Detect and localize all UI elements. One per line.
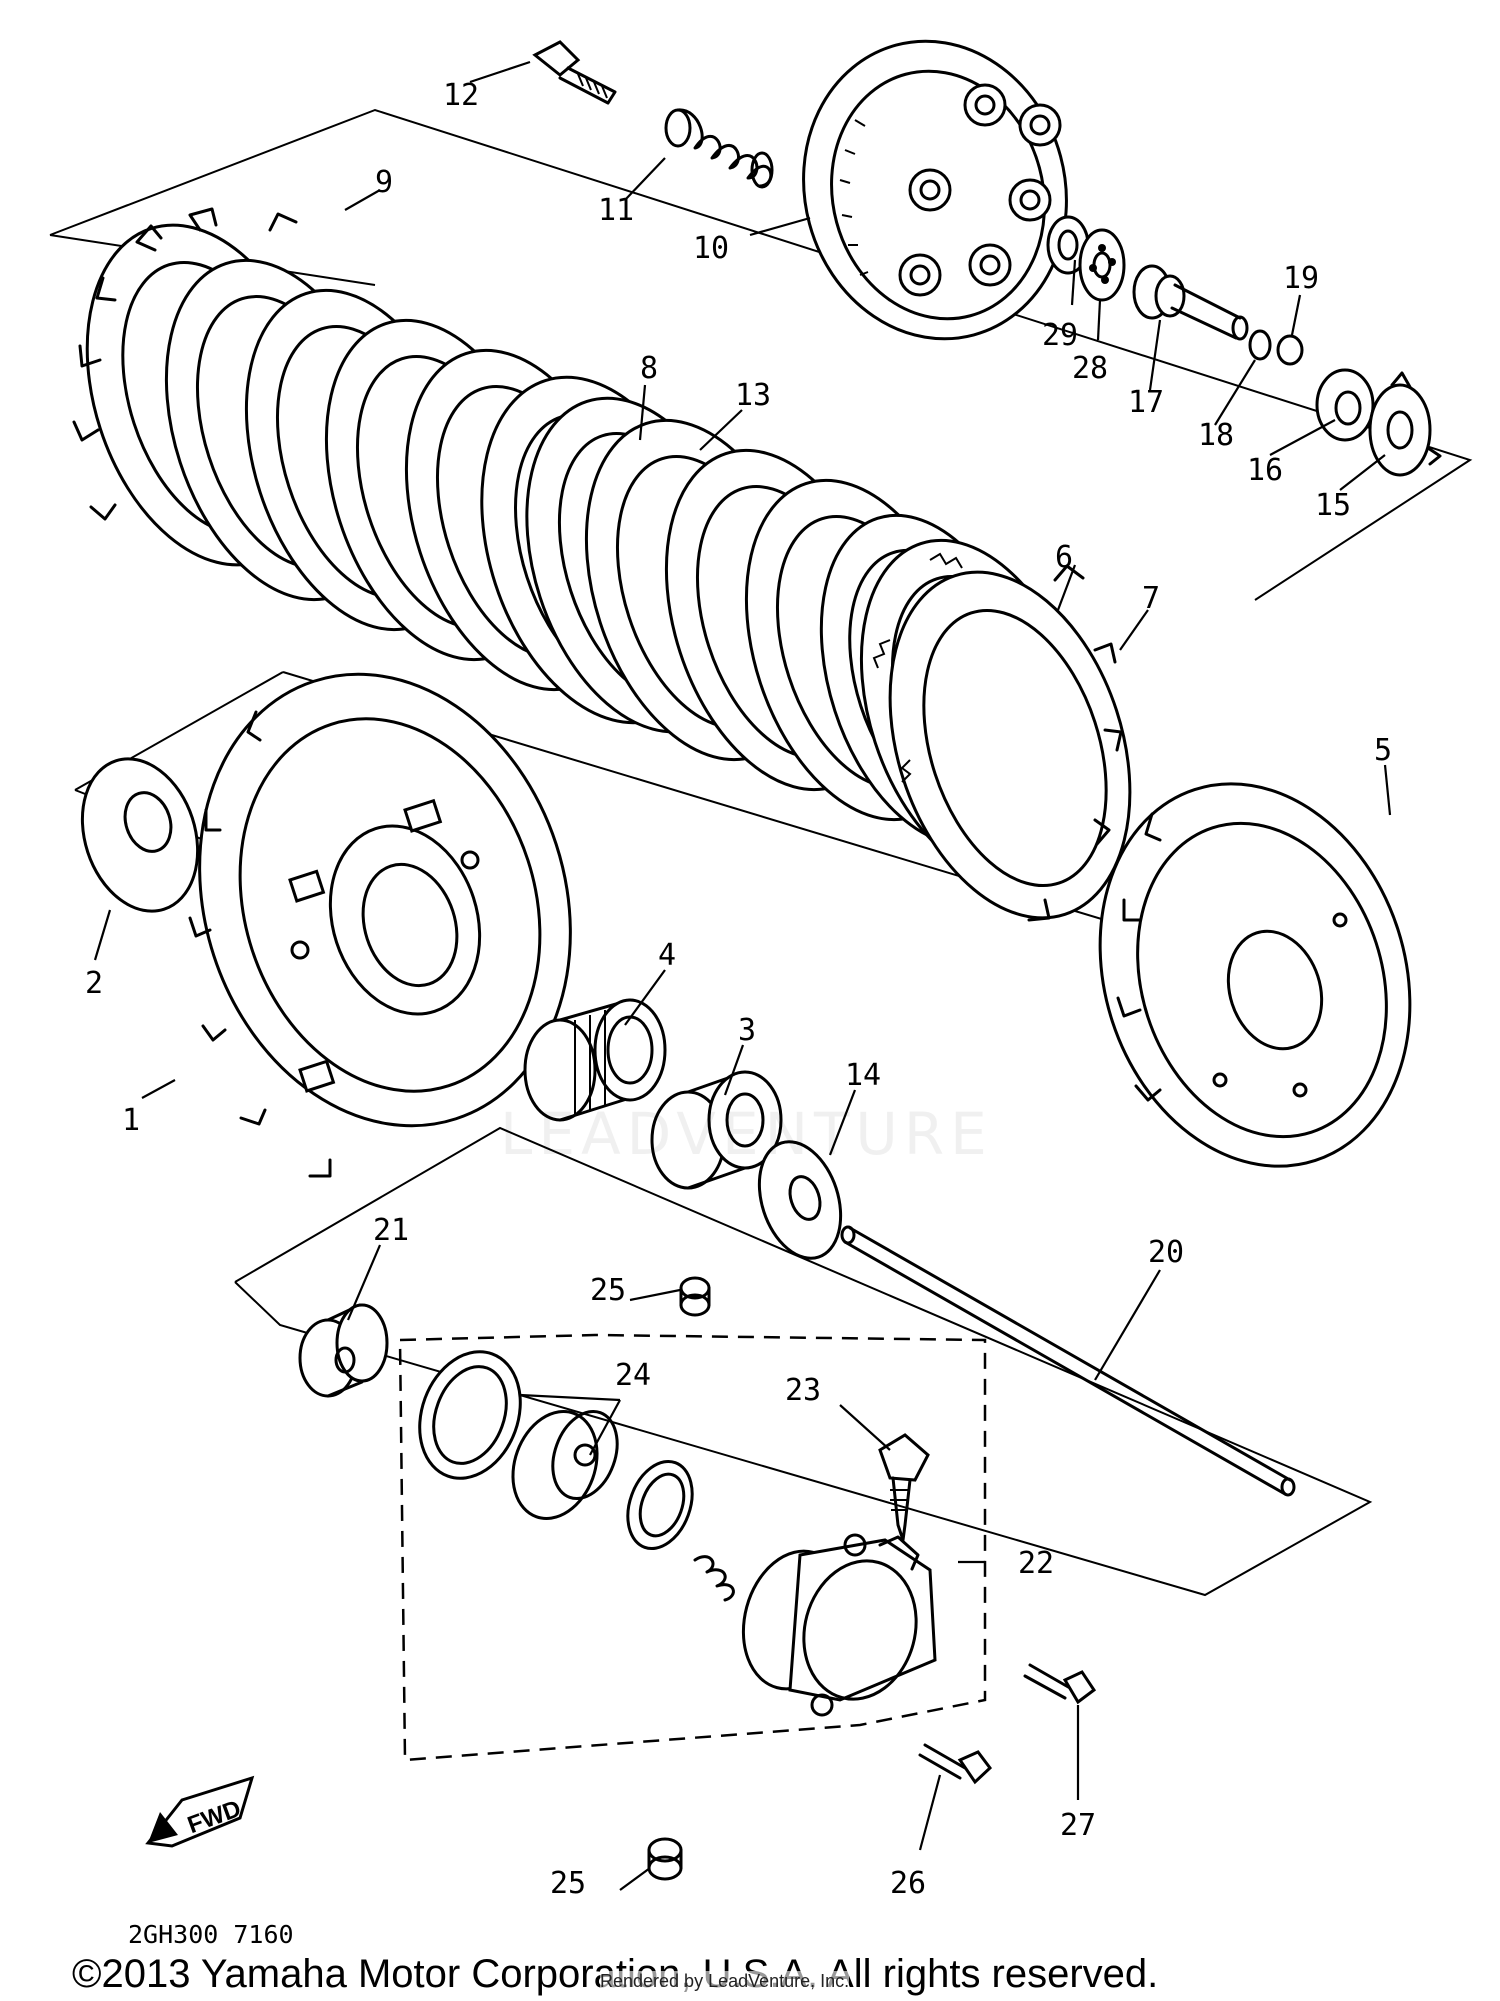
callout-16: 16	[1247, 453, 1283, 488]
rendered-by-notice: Rendered by LeadVenture, Inc.	[600, 1971, 850, 1992]
part-16-nut	[1315, 368, 1375, 442]
part-10-pressure-plate	[802, 39, 1068, 341]
callout-28: 28	[1072, 351, 1108, 386]
callout-4: 4	[658, 938, 676, 973]
callout-26: 26	[890, 1866, 926, 1901]
fwd-arrow-icon: FWD	[145, 1775, 255, 1848]
part-19-ring	[1276, 334, 1304, 366]
part-11-spring	[664, 108, 774, 189]
part-15-lock-washer	[1368, 371, 1442, 477]
callout-3: 3	[738, 1013, 756, 1048]
part-18-ring	[1248, 329, 1272, 361]
callout-numbers: 12 11 10 9 8 13 6 7 5 2 1 4 3 14 29 28 1…	[85, 78, 1392, 1901]
callout-19: 19	[1283, 261, 1319, 296]
callout-8: 8	[640, 351, 658, 386]
callout-25-top: 25	[590, 1273, 626, 1308]
part-25-dowel-pin-top	[679, 1276, 711, 1317]
callout-2: 2	[85, 966, 103, 1001]
callout-14: 14	[845, 1058, 881, 1093]
callout-21: 21	[373, 1213, 409, 1248]
callout-9: 9	[375, 165, 393, 200]
callout-18: 18	[1198, 418, 1234, 453]
plate-stack	[72, 207, 1132, 922]
part-3-collar	[650, 1070, 783, 1190]
callout-29: 29	[1042, 318, 1078, 353]
callout-1: 1	[122, 1103, 140, 1138]
callout-13: 13	[735, 378, 771, 413]
part-14-washer	[757, 1140, 843, 1260]
watermark: LEADVENTURE	[500, 1100, 993, 1168]
callout-6: 6	[1055, 540, 1073, 575]
callout-10: 10	[693, 231, 729, 266]
leader-lines	[93, 60, 1392, 1891]
part-1-clutch-housing	[188, 672, 572, 1178]
part-23-bleeder	[878, 1433, 930, 1542]
callout-15: 15	[1315, 488, 1351, 523]
callout-11: 11	[598, 193, 634, 228]
callout-25-bottom: 25	[550, 1866, 586, 1901]
callout-17: 17	[1128, 385, 1164, 420]
part-22-slave-cylinder	[741, 1533, 937, 1717]
part-27-bolt	[1023, 1663, 1097, 1705]
part-2-thrust-washer	[80, 757, 200, 913]
part-25-dowel-pin-bottom	[647, 1837, 683, 1881]
part-20-push-rod	[840, 1225, 1296, 1497]
part-29-washer	[1046, 215, 1090, 275]
drawing-code: 2GH300 7160	[128, 1920, 294, 1949]
callout-5: 5	[1374, 733, 1392, 768]
part-17-push-rod	[1132, 264, 1249, 341]
callout-7: 7	[1142, 581, 1160, 616]
part-28-bearing	[1078, 228, 1126, 302]
part-12-bolt	[532, 40, 617, 105]
callout-22: 22	[1018, 1546, 1054, 1581]
part-24-piston-kit	[418, 1350, 735, 1602]
callout-12: 12	[443, 78, 479, 113]
callout-24: 24	[615, 1358, 651, 1393]
part-21-oil-seal	[298, 1303, 389, 1398]
callout-23: 23	[785, 1373, 821, 1408]
part-26-bolt	[918, 1743, 993, 1785]
callout-27: 27	[1060, 1808, 1096, 1843]
part-5-clutch-boss	[1098, 782, 1412, 1168]
callout-20: 20	[1148, 1235, 1184, 1270]
